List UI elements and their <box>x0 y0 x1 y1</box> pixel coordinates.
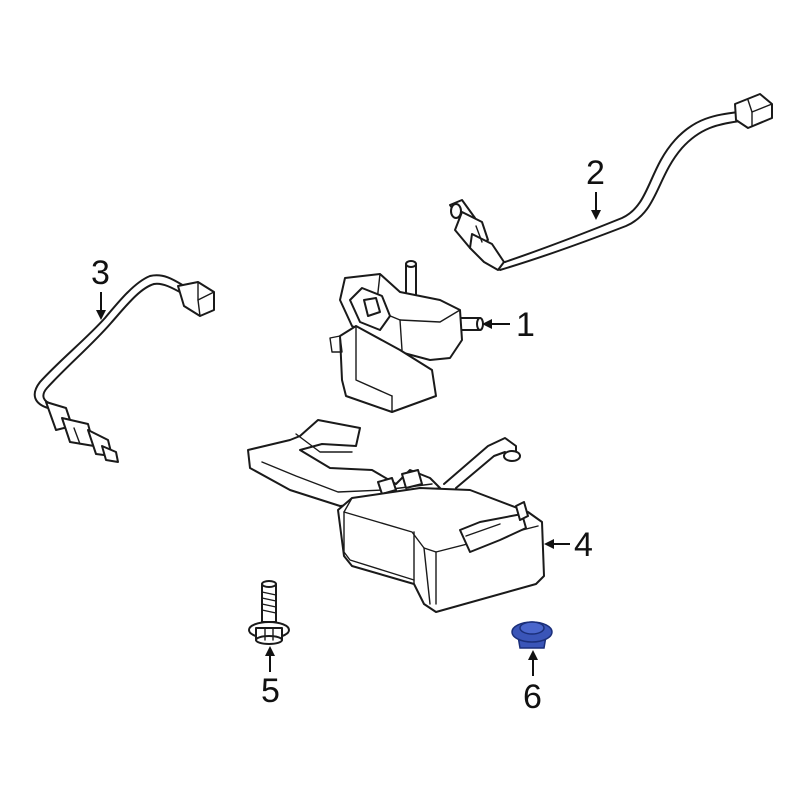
callout-label-6: 6 <box>523 678 542 716</box>
part-2-oxygen-sensor[interactable] <box>449 93 773 271</box>
callout-arrow-4 <box>544 539 570 549</box>
grommet-top <box>519 621 545 635</box>
callout-arrow-3 <box>96 292 106 320</box>
part-5-bolt[interactable] <box>248 580 290 645</box>
callout-arrow-1 <box>482 319 510 329</box>
callout-arrow-5 <box>265 646 275 672</box>
callout-arrow-2 <box>591 192 601 220</box>
part-1-vacuum-valve[interactable] <box>329 260 484 413</box>
part-6-grommet[interactable] <box>511 621 553 649</box>
callout-label-4: 4 <box>574 526 593 564</box>
callout-label-2: 2 <box>586 154 605 192</box>
callout-label-5: 5 <box>261 672 280 710</box>
part-3-oxygen-sensor[interactable] <box>33 274 215 463</box>
callout-label-3: 3 <box>91 254 110 292</box>
callout-arrow-6 <box>528 650 538 676</box>
callout-label-1: 1 <box>516 306 535 344</box>
part-4-charcoal-canister[interactable] <box>247 419 545 613</box>
